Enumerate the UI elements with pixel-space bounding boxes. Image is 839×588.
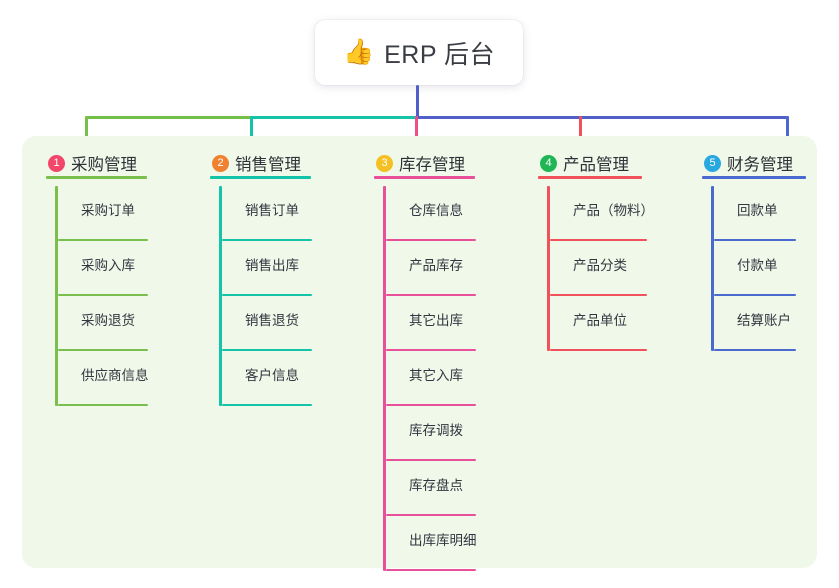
branch-number-badge: 2 <box>212 154 229 172</box>
branch-header-rule <box>538 176 642 179</box>
branch-title: 产品管理 <box>563 156 629 174</box>
branch-item-label: 产品分类 <box>573 258 627 273</box>
branch-item-label: 采购入库 <box>81 258 135 273</box>
branch-item-rule <box>58 294 148 296</box>
branch-item-rule <box>386 294 476 296</box>
branch-item-label: 库存调拨 <box>409 423 463 438</box>
branch-item-rule <box>222 239 312 241</box>
branch-header-rule <box>702 176 806 179</box>
branch-header-5[interactable]: 5 财务管理 <box>702 150 793 176</box>
branch-title: 销售管理 <box>235 156 301 174</box>
branch-title: 采购管理 <box>71 156 137 174</box>
branch-number-badge: 1 <box>48 154 65 172</box>
branch-item-label: 出库库明细 <box>409 533 477 548</box>
root-title: ERP 后台 <box>384 40 496 69</box>
branch-item-rule <box>58 239 148 241</box>
connector-stub-5 <box>786 116 789 145</box>
branch-item-label: 销售退货 <box>245 313 299 328</box>
branch-spine <box>55 186 58 406</box>
branch-item-label: 回款单 <box>737 203 778 218</box>
connector-stub-1 <box>85 116 88 145</box>
branch-title: 财务管理 <box>727 156 793 174</box>
branch-header-3[interactable]: 3 库存管理 <box>374 150 465 176</box>
branch-item-label: 产品（物料） <box>573 203 654 218</box>
branch-item-label: 供应商信息 <box>81 368 149 383</box>
branch-item-rule <box>386 459 476 461</box>
branch-item-label: 销售订单 <box>245 203 299 218</box>
branch-item-label: 产品单位 <box>573 313 627 328</box>
branch-item-rule <box>550 239 647 241</box>
branch-item-rule <box>714 294 796 296</box>
branch-header-2[interactable]: 2 销售管理 <box>210 150 301 176</box>
branch-spine <box>219 186 222 406</box>
branch-header-4[interactable]: 4 产品管理 <box>538 150 629 176</box>
branch-header-rule <box>210 176 311 179</box>
branch-item-label: 客户信息 <box>245 368 299 383</box>
branch-spine <box>383 186 386 571</box>
branch-title: 库存管理 <box>399 156 465 174</box>
branch-item-rule <box>58 404 148 406</box>
branch-header-1[interactable]: 1 采购管理 <box>46 150 137 176</box>
root-node[interactable]: 👍 ERP 后台 <box>315 20 523 85</box>
branch-item-rule <box>386 404 476 406</box>
branch-number-badge: 5 <box>704 154 721 172</box>
branch-item-rule <box>222 349 312 351</box>
branch-item-label: 付款单 <box>737 258 778 273</box>
branch-item-rule <box>58 349 148 351</box>
connector-stub-3 <box>415 116 418 145</box>
branch-spine <box>711 186 714 351</box>
branch-item-rule <box>714 349 796 351</box>
branch-header-rule <box>46 176 147 179</box>
bus-segment-left <box>85 116 253 119</box>
branch-item-rule <box>222 294 312 296</box>
branch-item-label: 其它出库 <box>409 313 463 328</box>
branch-item-label: 库存盘点 <box>409 478 463 493</box>
bus-segment-mid <box>251 116 417 119</box>
bus-segment-right <box>415 116 789 119</box>
branch-item-rule <box>222 404 312 406</box>
branch-number-badge: 3 <box>376 154 393 172</box>
branch-item-label: 采购退货 <box>81 313 135 328</box>
branch-item-label: 产品库存 <box>409 258 463 273</box>
connector-stub-2 <box>250 116 253 145</box>
root-stem <box>416 85 419 118</box>
branch-item-label: 采购订单 <box>81 203 135 218</box>
branch-item-label: 销售出库 <box>245 258 299 273</box>
connector-stub-4 <box>579 116 582 145</box>
thumbs-up-icon: 👍 <box>342 38 375 66</box>
branch-item-rule <box>550 294 647 296</box>
branch-item-rule <box>386 239 476 241</box>
branch-item-rule <box>386 349 476 351</box>
branch-item-rule <box>386 514 476 516</box>
branches-panel <box>22 136 817 568</box>
branch-item-label: 其它入库 <box>409 368 463 383</box>
branch-item-label: 仓库信息 <box>409 203 463 218</box>
branch-number-badge: 4 <box>540 154 557 172</box>
branch-item-rule <box>550 349 647 351</box>
branch-item-label: 结算账户 <box>737 313 791 328</box>
branch-header-rule <box>374 176 475 179</box>
branch-spine <box>547 186 550 351</box>
branch-item-rule <box>714 239 796 241</box>
branch-item-rule <box>386 569 476 571</box>
